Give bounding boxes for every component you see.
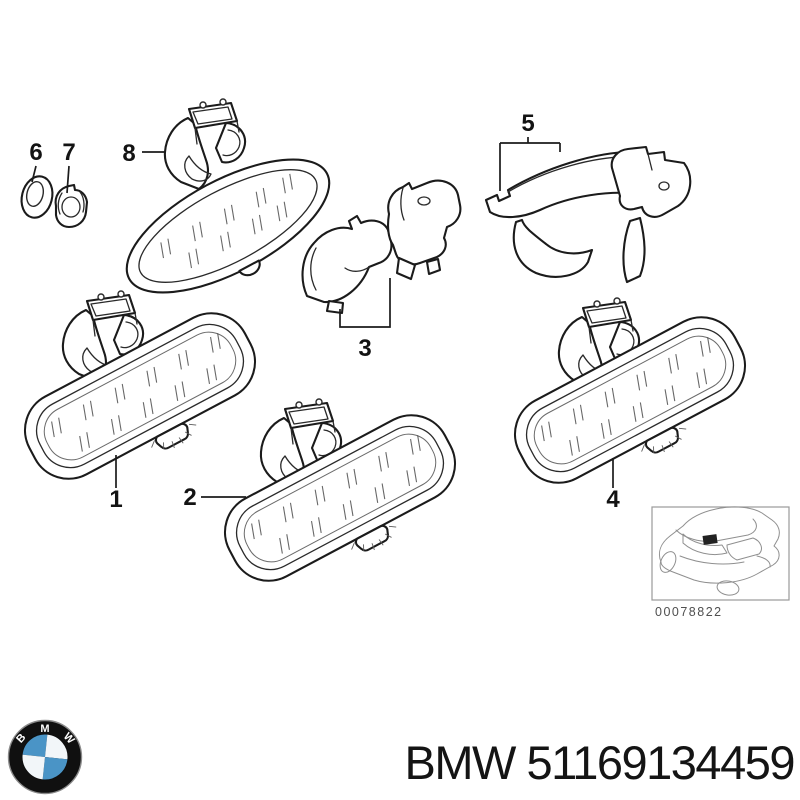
logo-letter-m: M [40, 723, 49, 735]
callouts: 1 2 3 4 5 6 7 8 [29, 110, 620, 513]
callout-7-leader [66, 165, 70, 194]
part-title: BMW 51169134459 [404, 736, 796, 789]
bmw-logo: B M W [3, 718, 87, 798]
part-6-washer [20, 175, 54, 219]
mirror-foot [238, 259, 261, 277]
callout-1-label: 1 [109, 486, 122, 513]
inset-image-number: 00078822 [655, 605, 723, 619]
logo-quadrants [21, 733, 69, 781]
inset-border [651, 506, 790, 601]
callout-7-label: 7 [62, 139, 75, 166]
part-3-clip-set [301, 179, 462, 315]
callout-2-label: 2 [183, 484, 196, 511]
part-2-mirror-assembly [210, 397, 478, 612]
callout-5-bracket [499, 137, 561, 191]
oval-mirror-glass-edge [138, 169, 318, 283]
mirror-body [10, 298, 278, 510]
part-8-mirror-assembly [125, 97, 331, 294]
callout-5-label: 5 [521, 110, 534, 137]
mirror-body [210, 400, 478, 612]
car-location-inset: 00078822 [651, 506, 790, 619]
mirror-location-marker [702, 534, 718, 545]
callout-8-label: 8 [122, 140, 135, 167]
callout-6-leader [31, 165, 37, 183]
part-1-mirror-assembly [10, 289, 278, 510]
part-7-plug [54, 183, 89, 229]
car-outline [658, 506, 780, 596]
part-4-mirror-assembly [500, 296, 768, 514]
callout-6-label: 6 [29, 139, 42, 166]
callout-3-bracket [339, 278, 391, 328]
callout-4-label: 4 [606, 486, 620, 513]
diagram-svg: 1 2 3 4 5 6 7 8 [10, 97, 790, 619]
callout-3-label: 3 [358, 335, 371, 362]
part-5-cover-set [484, 145, 692, 284]
